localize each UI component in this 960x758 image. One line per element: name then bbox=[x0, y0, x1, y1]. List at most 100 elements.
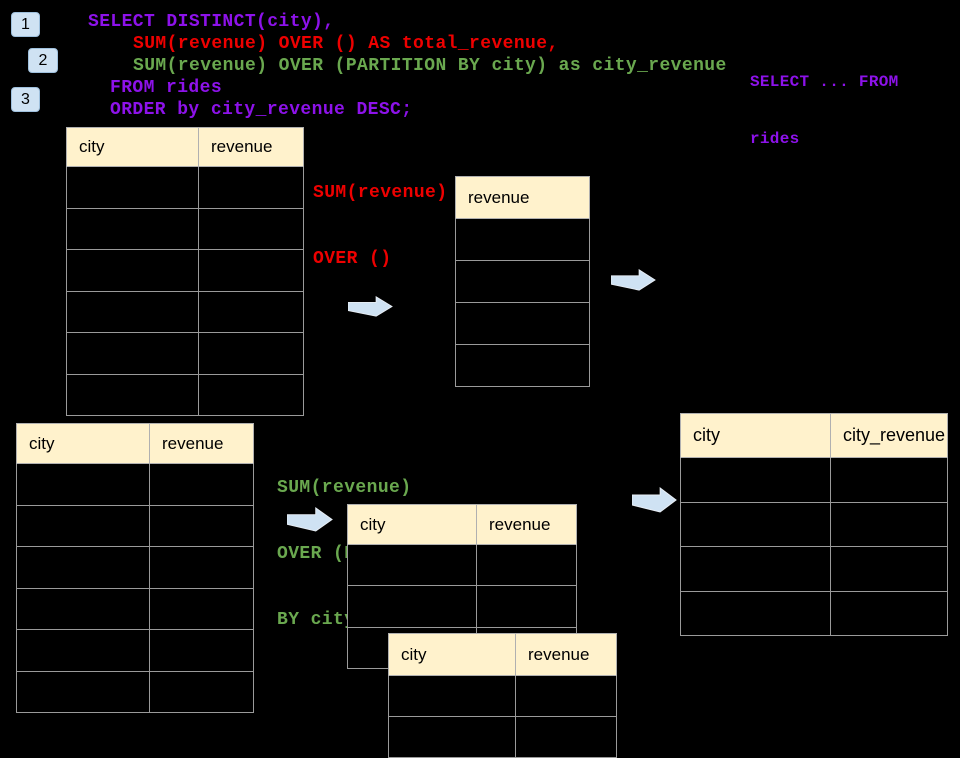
table-row bbox=[347, 543, 577, 587]
table-row bbox=[16, 587, 254, 630]
table-cell bbox=[198, 249, 304, 292]
table-cell bbox=[16, 629, 150, 672]
table-row bbox=[680, 546, 948, 592]
table-cell bbox=[476, 585, 577, 628]
table-partition-overlay: city revenue bbox=[388, 633, 617, 758]
table-cell bbox=[680, 501, 831, 547]
table-cell bbox=[198, 373, 304, 416]
table-row bbox=[455, 260, 590, 303]
table-row bbox=[455, 218, 590, 261]
table-cell bbox=[16, 546, 150, 589]
table-cell bbox=[476, 543, 577, 587]
step-badge-1: 1 bbox=[11, 12, 40, 37]
sql-line-city-revenue: SUM(revenue) OVER (PARTITION BY city) as… bbox=[133, 56, 727, 76]
table-cell bbox=[149, 587, 254, 630]
table-cell bbox=[149, 463, 254, 506]
table-partition-step: city revenue bbox=[347, 504, 577, 669]
table-cell bbox=[16, 463, 150, 506]
annotation-line: SUM(revenue) bbox=[277, 478, 412, 498]
diagram-canvas: 1 2 3 SELECT DISTINCT(city), SUM(revenue… bbox=[11, 12, 948, 758]
table-cell bbox=[149, 670, 254, 713]
table-row bbox=[16, 670, 254, 713]
table-cell bbox=[16, 587, 150, 630]
column-header-revenue: revenue bbox=[198, 127, 304, 167]
table-cell bbox=[515, 675, 617, 717]
table-row bbox=[680, 501, 948, 547]
table-source-top: city revenue bbox=[66, 127, 304, 416]
table-cell bbox=[66, 290, 199, 333]
annotation-line: SUM(revenue) bbox=[313, 183, 448, 203]
table-cell bbox=[388, 675, 516, 717]
table-cell bbox=[830, 457, 948, 503]
table-cell bbox=[198, 207, 304, 250]
step-number: 1 bbox=[21, 15, 30, 33]
table-cell bbox=[347, 585, 477, 628]
column-header-revenue: revenue bbox=[515, 633, 617, 676]
table-row bbox=[66, 373, 304, 416]
table-cell bbox=[680, 590, 831, 636]
table-cell bbox=[830, 590, 948, 636]
arrow-right-icon bbox=[632, 487, 677, 513]
table-cell bbox=[347, 543, 477, 587]
table-final-result: city city_revenue bbox=[680, 413, 948, 636]
table-cell bbox=[149, 504, 254, 547]
table-cell bbox=[198, 332, 304, 375]
table-cell bbox=[198, 166, 304, 209]
table-row bbox=[388, 716, 617, 758]
table-cell bbox=[455, 302, 590, 345]
column-header-city: city bbox=[680, 413, 831, 458]
step-number: 2 bbox=[38, 51, 48, 69]
sql-line-select: SELECT DISTINCT(city), bbox=[88, 12, 335, 32]
table-cell bbox=[149, 629, 254, 672]
column-header-city: city bbox=[16, 423, 150, 464]
table-row bbox=[680, 590, 948, 636]
table-row bbox=[16, 629, 254, 672]
table-cell bbox=[388, 716, 516, 758]
table-cell bbox=[149, 546, 254, 589]
sql-line-total-revenue: SUM(revenue) OVER () AS total_revenue, bbox=[133, 34, 559, 54]
table-cell bbox=[16, 670, 150, 713]
table-row bbox=[16, 546, 254, 589]
table-row bbox=[680, 457, 948, 503]
table-cell bbox=[830, 501, 948, 547]
table-cell bbox=[198, 290, 304, 333]
column-header-city: city bbox=[66, 127, 199, 167]
column-header-revenue: revenue bbox=[455, 176, 590, 219]
side-note-line: rides bbox=[750, 130, 800, 148]
column-header-revenue: revenue bbox=[476, 504, 577, 545]
table-source-bottom: city revenue bbox=[16, 423, 254, 713]
annotation-sum-over: SUM(revenue) OVER () bbox=[313, 138, 447, 314]
sql-line-order-by: ORDER by city_revenue DESC; bbox=[110, 100, 413, 120]
table-cell bbox=[16, 504, 150, 547]
column-header-city: city bbox=[388, 633, 516, 676]
table-row bbox=[16, 504, 254, 547]
table-cell bbox=[455, 218, 590, 261]
table-cell bbox=[680, 546, 831, 592]
column-header-revenue: revenue bbox=[149, 423, 254, 464]
side-note-select-from: SELECT ... FROM rides bbox=[750, 35, 899, 187]
table-total-revenue-result: revenue bbox=[455, 176, 590, 387]
table-row bbox=[66, 290, 304, 333]
table-cell bbox=[515, 716, 617, 758]
table-cell bbox=[66, 166, 199, 209]
arrow-right-icon bbox=[611, 269, 656, 291]
arrow-right-icon bbox=[287, 507, 333, 532]
table-row bbox=[66, 332, 304, 375]
table-row bbox=[347, 585, 577, 628]
table-cell bbox=[66, 373, 199, 416]
table-cell bbox=[66, 332, 199, 375]
table-row bbox=[388, 675, 617, 717]
table-cell bbox=[66, 207, 199, 250]
table-row bbox=[455, 344, 590, 387]
column-header-city: city bbox=[347, 504, 477, 545]
step-badge-2: 2 bbox=[28, 48, 58, 73]
table-cell bbox=[680, 457, 831, 503]
table-cell bbox=[830, 546, 948, 592]
table-row bbox=[455, 302, 590, 345]
table-row bbox=[66, 249, 304, 292]
table-row bbox=[66, 207, 304, 250]
step-badge-3: 3 bbox=[11, 87, 40, 112]
annotation-line: OVER () bbox=[313, 249, 392, 269]
table-row bbox=[66, 166, 304, 209]
column-header-city-revenue: city_revenue bbox=[830, 413, 948, 458]
